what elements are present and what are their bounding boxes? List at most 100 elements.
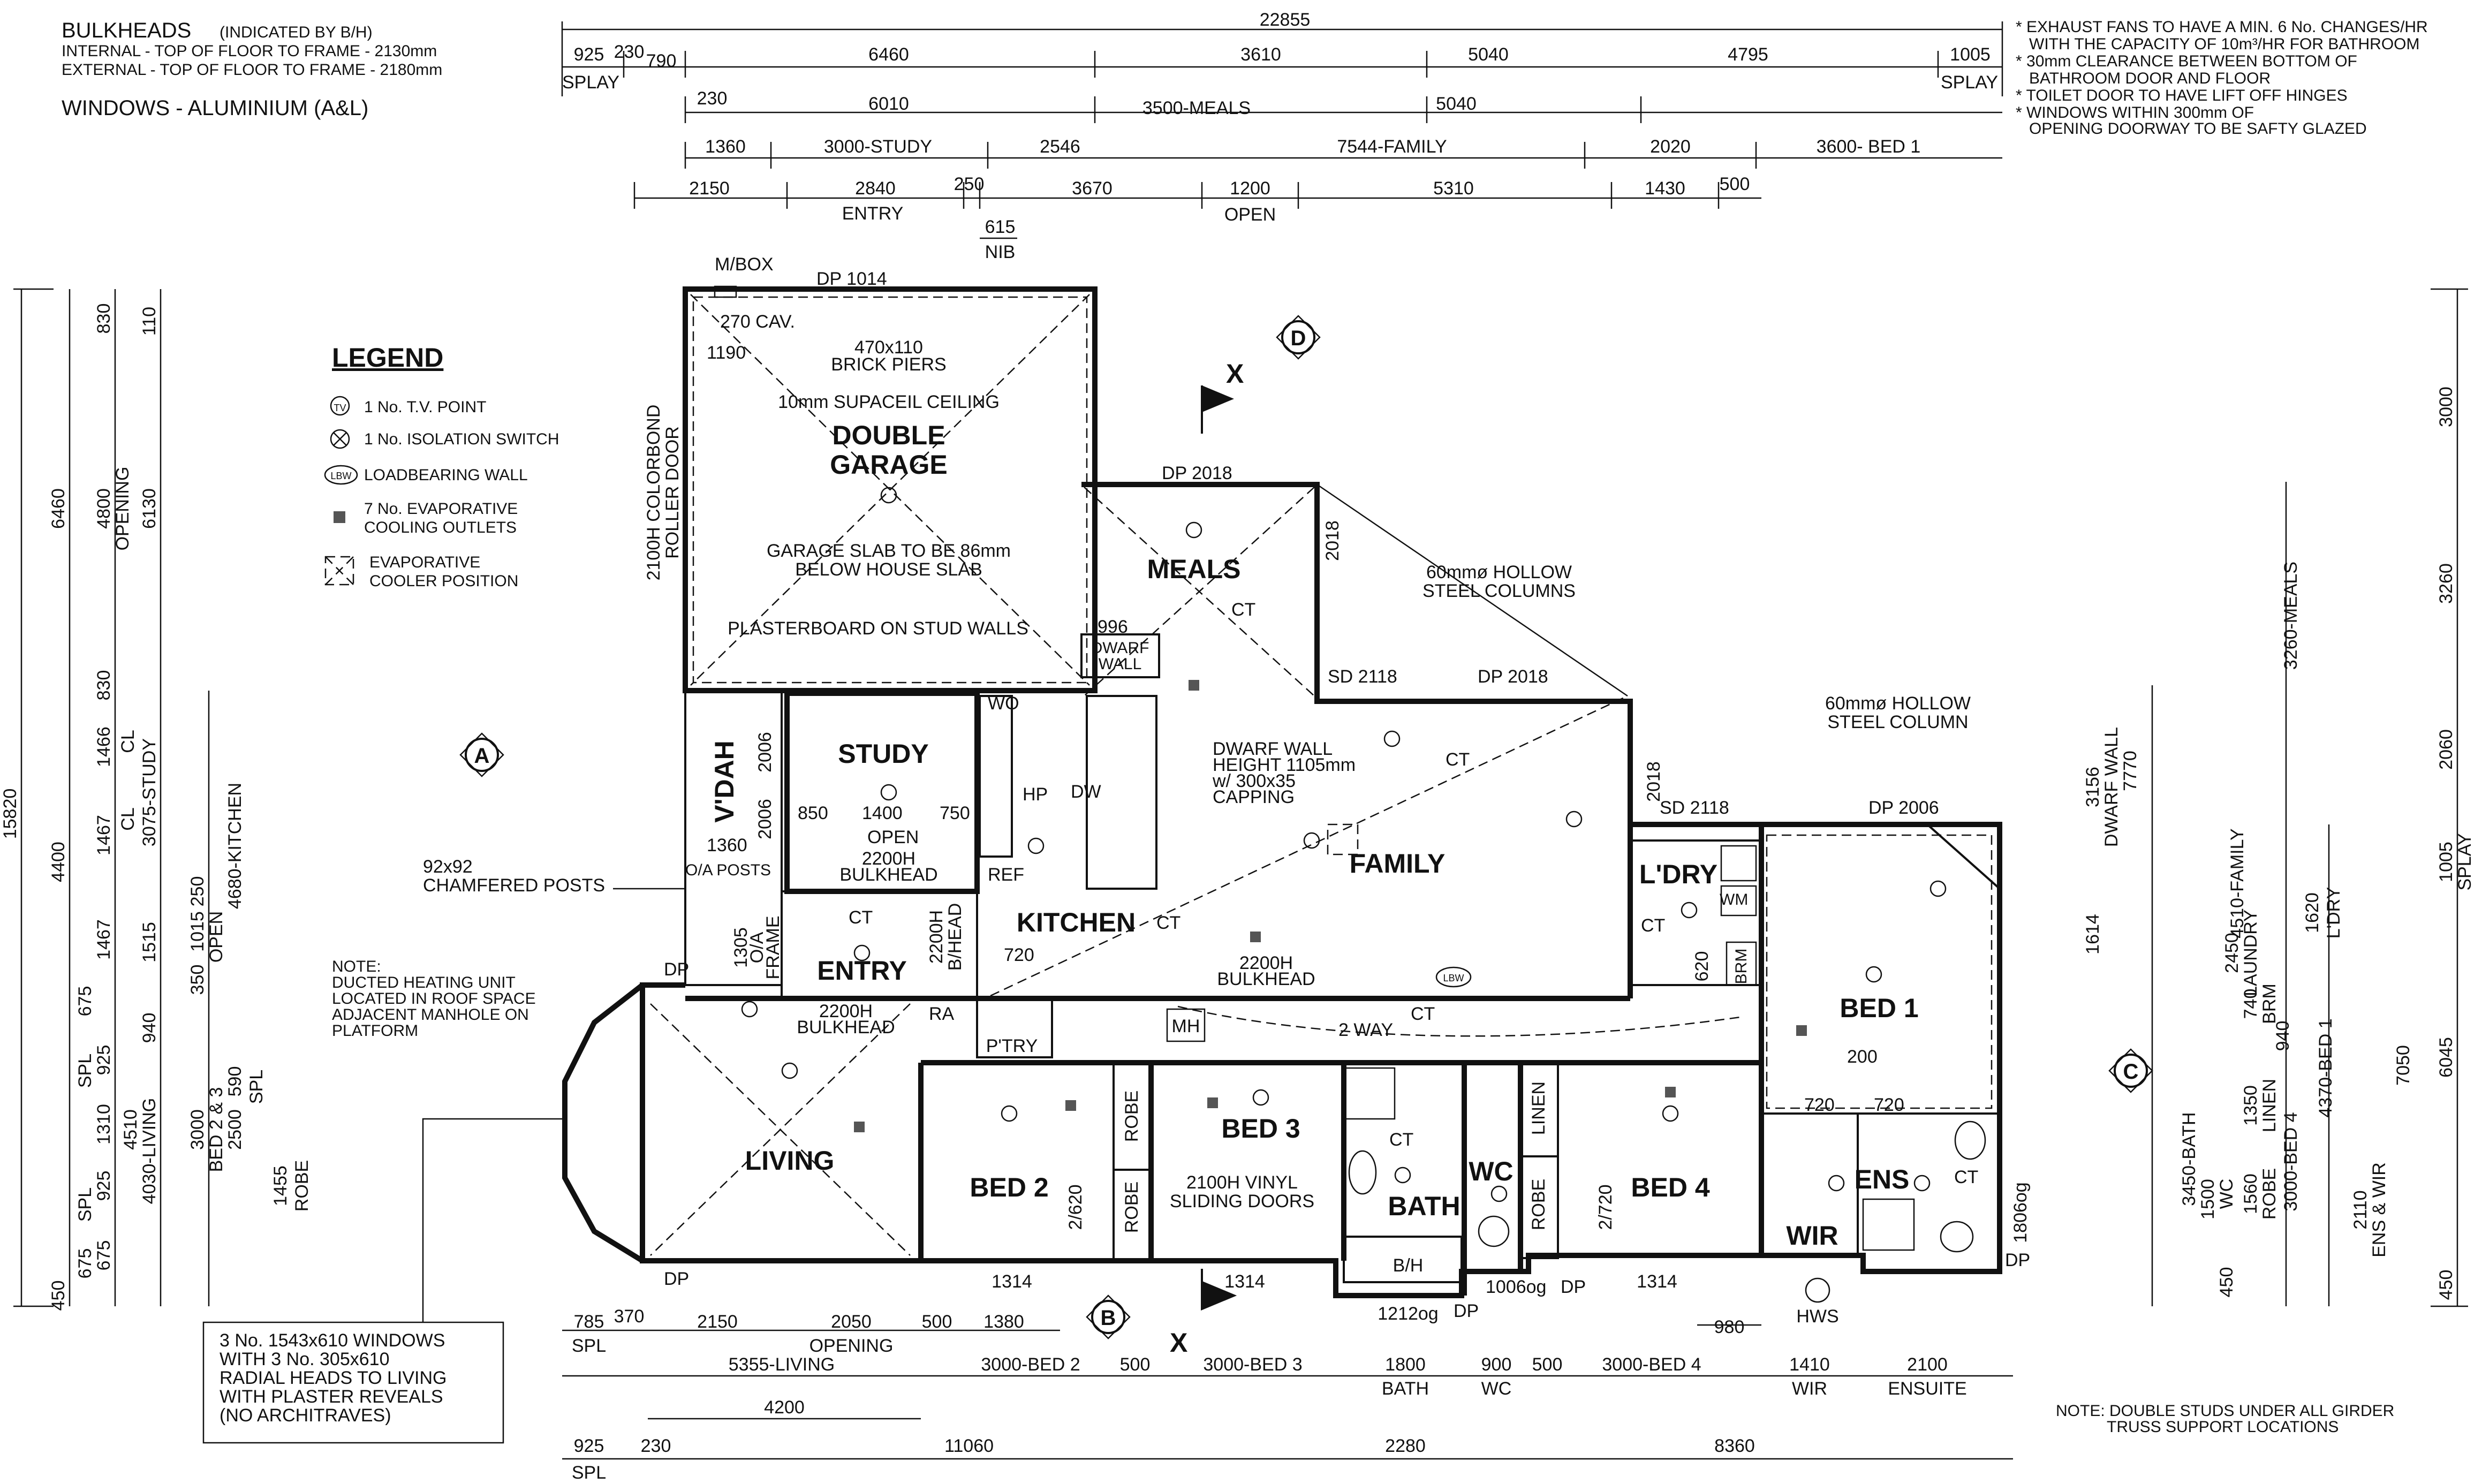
dim-b2-ensuite: ENSUITE bbox=[1888, 1379, 1966, 1399]
label-dp1014: DP 1014 bbox=[816, 269, 887, 289]
legend-isolation: 1 No. ISOLATION SWITCH bbox=[364, 430, 559, 448]
label-200: 200 bbox=[1847, 1047, 1878, 1067]
bulkheads-title: BULKHEADS bbox=[62, 19, 191, 42]
dim-r2-940: 940 bbox=[2273, 1021, 2293, 1051]
dim-l4-spl: SPL bbox=[246, 1070, 267, 1104]
basin bbox=[1348, 1150, 1377, 1195]
label-dwarf-wall-3: w/ 300x35 bbox=[1212, 771, 1296, 791]
dim-b2-wc: WC bbox=[1481, 1379, 1512, 1399]
dim-l2-830: 830 bbox=[94, 304, 114, 334]
windows-note: WINDOWS - ALUMINIUM (A&L) bbox=[62, 96, 368, 120]
note-studs-2: TRUSS SUPPORT LOCATIONS bbox=[2107, 1418, 2339, 1436]
dim-b1-spl: SPL bbox=[572, 1336, 606, 1356]
dim-r1-wc: WC bbox=[2216, 1179, 2237, 1209]
label-720b: 720 bbox=[1874, 1095, 1904, 1115]
dim-b2-500: 500 bbox=[1120, 1354, 1151, 1375]
label-720a: 720 bbox=[1804, 1095, 1835, 1115]
light-icon bbox=[853, 944, 871, 961]
cooling-outlet bbox=[1250, 932, 1261, 942]
notes-top-left: BULKHEADS (INDICATED BY B/H) INTERNAL - … bbox=[62, 19, 442, 120]
cooling-outlet bbox=[854, 1122, 865, 1132]
dim-r2-family: 4510-FAMILY bbox=[2227, 828, 2248, 938]
dim-l2-4800: 4800 bbox=[94, 488, 114, 529]
dim-top4-entry: ENTRY bbox=[842, 203, 904, 224]
dim-r2-2450: 2450 bbox=[2222, 933, 2242, 973]
label-brm: BRM bbox=[1732, 949, 1750, 985]
dim-r4-2060: 2060 bbox=[2436, 729, 2456, 770]
label-sd2118: SD 2118 bbox=[1328, 667, 1397, 687]
toilet bbox=[1478, 1215, 1510, 1247]
dim-top3-family: 7544-FAMILY bbox=[1337, 137, 1447, 157]
label-vinyl-2: SLIDING DOORS bbox=[1170, 1191, 1314, 1212]
dim-l4-350: 350 bbox=[187, 965, 208, 995]
legend: LEGEND TV 1 No. T.V. POINT 1 No. ISOLATI… bbox=[324, 343, 559, 590]
dim-r1-3156: 3156 bbox=[2083, 767, 2103, 807]
light-icon bbox=[880, 487, 897, 504]
dwarf-wall-box bbox=[1080, 633, 1160, 678]
dim-r2-meals: 3260-MEALS bbox=[2281, 562, 2301, 670]
elevation-b-label: B bbox=[1101, 1306, 1116, 1330]
dim-b2-wir: WIR bbox=[1792, 1379, 1827, 1399]
dim-l2-1467: 1467 bbox=[94, 815, 114, 855]
kitchen-island bbox=[1086, 695, 1157, 890]
label-frame-3: FRAME bbox=[763, 916, 783, 980]
elevation-marker-c-diamond bbox=[2108, 1048, 2153, 1093]
living-bay-wall bbox=[562, 983, 645, 1263]
dim-r1-7770: 7770 bbox=[2120, 751, 2140, 791]
note-line: BATHROOM DOOR AND FLOOR bbox=[2029, 70, 2271, 87]
cooling-outlet bbox=[1189, 680, 1199, 691]
dim-b2-500b: 500 bbox=[1532, 1354, 1563, 1375]
dim-top4-250: 250 bbox=[954, 174, 985, 194]
dim-r1-450: 450 bbox=[2216, 1267, 2237, 1298]
dim-b2-1410: 1410 bbox=[1789, 1354, 1830, 1375]
label-bhead-2: B/HEAD bbox=[945, 903, 965, 971]
dim-top4-5310: 5310 bbox=[1433, 178, 1474, 199]
legend-outlets-1: 7 No. EVAPORATIVE bbox=[364, 500, 518, 518]
ens-basin bbox=[1940, 1221, 1974, 1253]
room-ptry: P'TRY bbox=[986, 1036, 1038, 1056]
elevation-marker-d-diamond bbox=[1276, 315, 1321, 360]
dim-l2-925: 925 bbox=[94, 1045, 114, 1076]
dim-l2-675b: 675 bbox=[75, 1248, 95, 1279]
cooling-outlet bbox=[1207, 1097, 1218, 1108]
dim-b1-2150: 2150 bbox=[697, 1312, 738, 1332]
dim-b1-1380: 1380 bbox=[983, 1312, 1024, 1332]
label-bulk2200-2: BULKHEAD bbox=[1217, 969, 1315, 989]
dim-b1-500: 500 bbox=[922, 1312, 952, 1332]
dim-b1-370: 370 bbox=[614, 1306, 645, 1327]
light-icon bbox=[880, 784, 897, 801]
label-ra: RA bbox=[929, 1004, 955, 1024]
dim-top2-meals: 3500-MEALS bbox=[1142, 98, 1251, 118]
legend-lbw: LOADBEARING WALL bbox=[364, 466, 528, 484]
label-2018-v: 2018 bbox=[1322, 520, 1343, 561]
section-x-bottom: X bbox=[1170, 1328, 1187, 1358]
dim-r1-1614: 1614 bbox=[2083, 914, 2103, 955]
meals-outer-wall bbox=[1081, 482, 1633, 824]
light-icon bbox=[1001, 1105, 1018, 1122]
dim-b2-1800: 1800 bbox=[1385, 1354, 1426, 1375]
label-980: 980 bbox=[1714, 1317, 1745, 1337]
label-bh: B/H bbox=[1393, 1255, 1424, 1276]
label-1314c: 1314 bbox=[1637, 1271, 1677, 1292]
dim-top-6460: 6460 bbox=[868, 44, 909, 65]
robe-bed3-lower bbox=[1113, 1169, 1152, 1262]
dim-r3-ens: ENS & WIR bbox=[2369, 1162, 2389, 1258]
dim-l2-spl2: SPL bbox=[75, 1187, 95, 1222]
cooler-position-cross bbox=[325, 556, 354, 585]
dim-top-splay-right: SPLAY bbox=[1941, 72, 1998, 93]
cooling-outlet-icon bbox=[334, 511, 345, 523]
dim-l4-1015: 1015 bbox=[187, 911, 208, 952]
label-mh: MH bbox=[1172, 1016, 1200, 1036]
dim-l3-6130: 6130 bbox=[139, 488, 160, 529]
light-icon bbox=[1394, 1167, 1411, 1184]
plan-notes: M/BOX 270 CAV. DP 1014 470x110 BRICK PIE… bbox=[202, 254, 2394, 1444]
dim-top4-500: 500 bbox=[1720, 174, 1750, 194]
dim-top-925: 925 bbox=[574, 44, 604, 65]
dim-l4-250: 250 bbox=[187, 876, 208, 907]
label-roller-1: 2100H COLORBOND bbox=[644, 405, 664, 581]
label-living-bulk-2: BULKHEAD bbox=[797, 1017, 895, 1038]
light-icon bbox=[1185, 521, 1202, 539]
dim-r3-bed1: 4370-BED 1 bbox=[2315, 1018, 2336, 1117]
dim-top3-bed1: 3600- BED 1 bbox=[1817, 137, 1921, 157]
